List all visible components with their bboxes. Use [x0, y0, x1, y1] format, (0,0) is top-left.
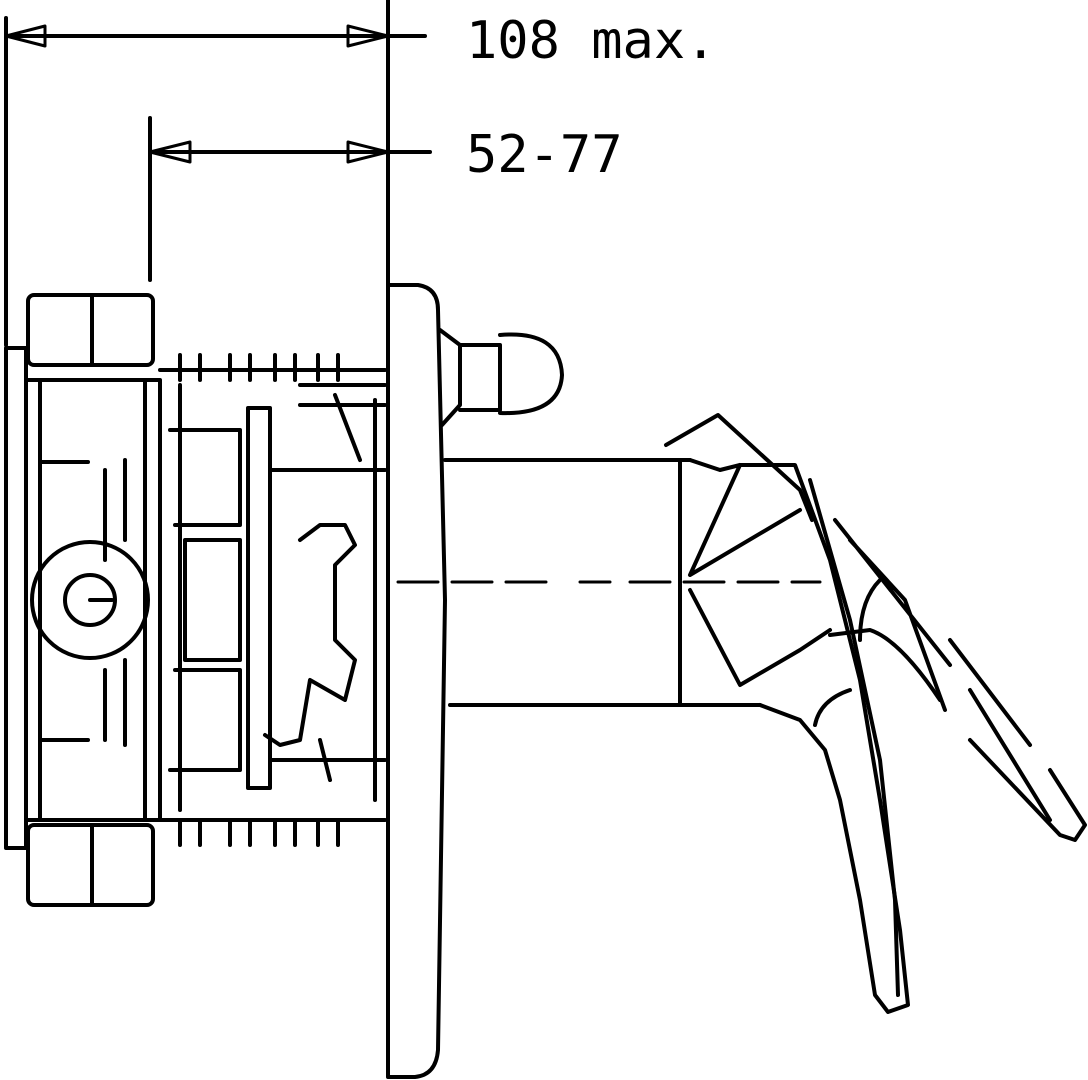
cover-plate	[386, 283, 564, 1079]
valve-body	[4, 293, 162, 907]
dimension-label-range: 52-77	[466, 125, 623, 185]
sleeve	[396, 458, 822, 707]
dimension-52-77: 52-77	[148, 116, 623, 282]
cartridge	[158, 353, 387, 847]
dimension-108-max: 108 max.	[4, 0, 716, 347]
dimension-label-overall: 108 max.	[466, 11, 716, 71]
lever-handle	[664, 413, 1087, 1014]
